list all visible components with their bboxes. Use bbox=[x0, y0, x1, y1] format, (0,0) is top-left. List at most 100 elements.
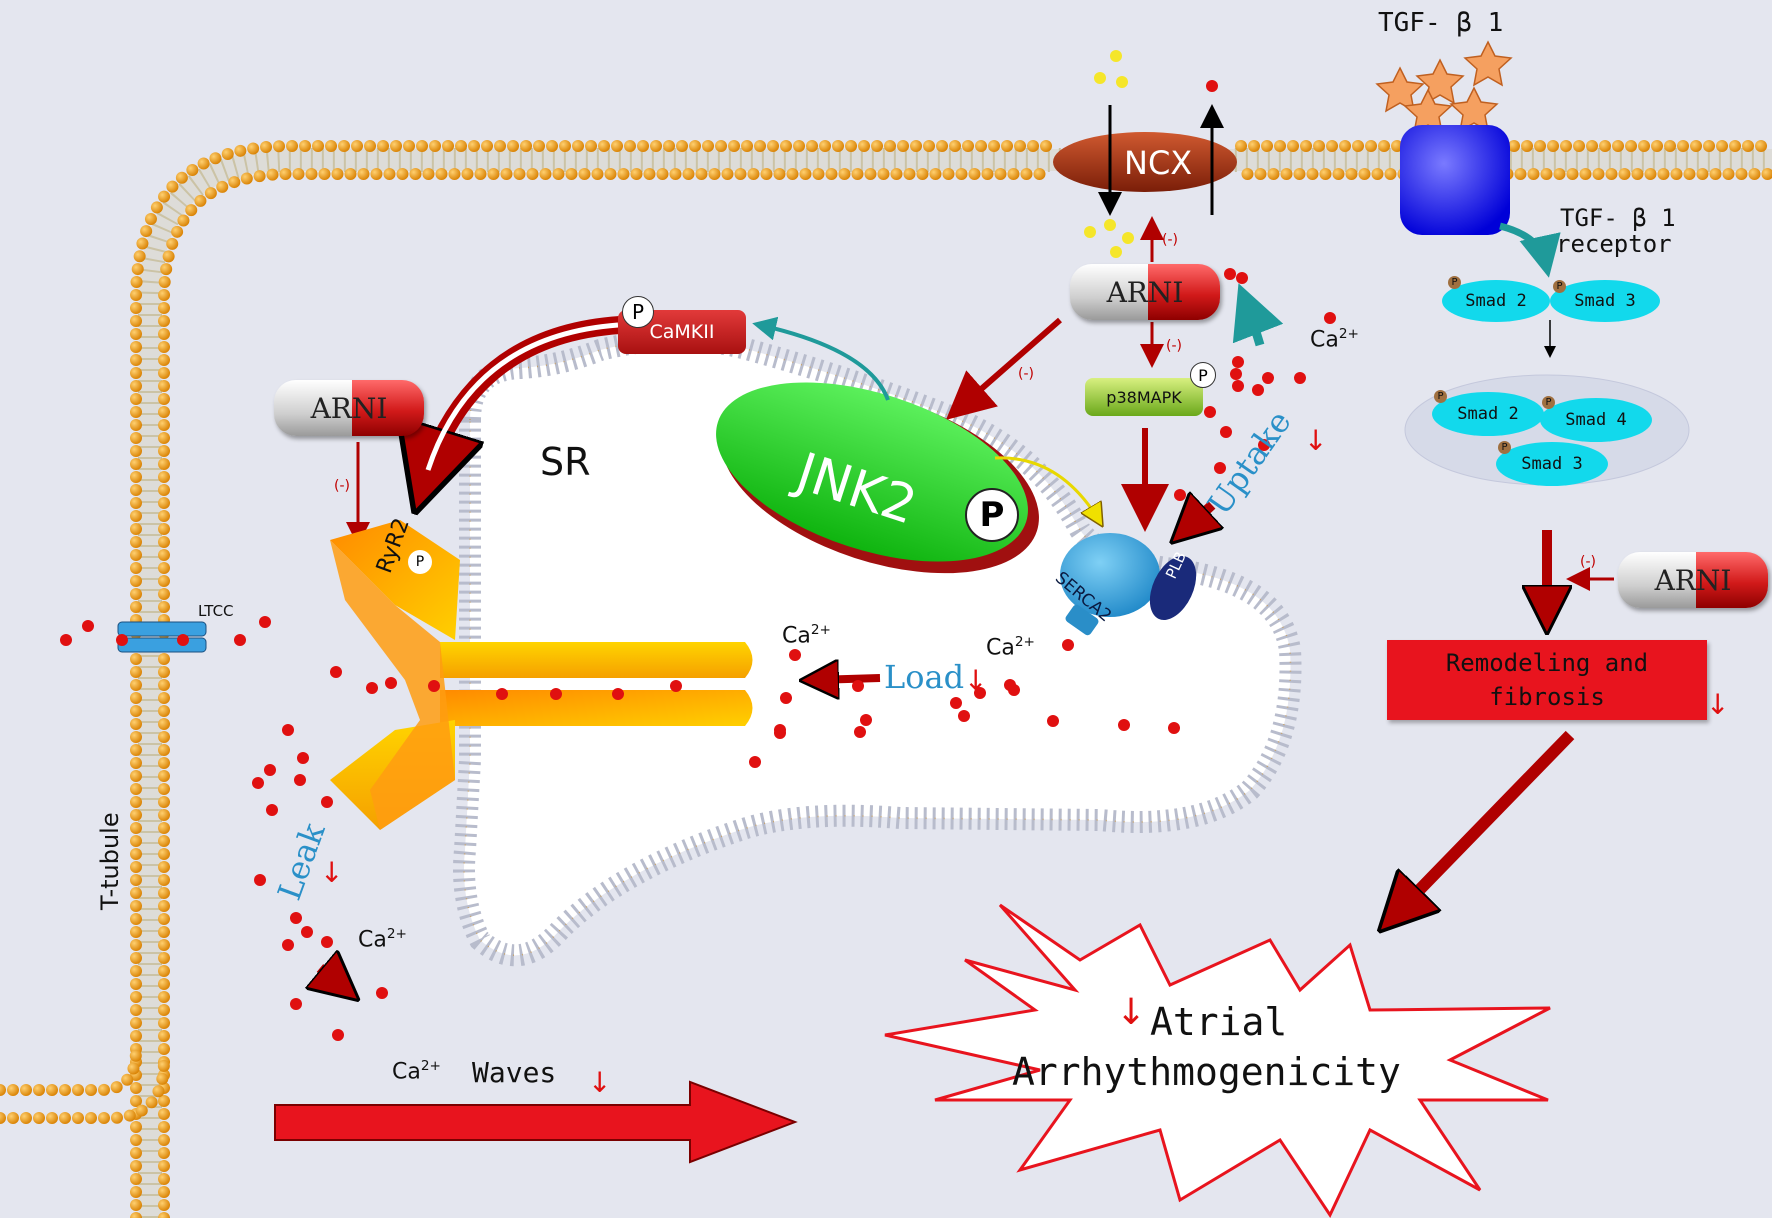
lipid-head bbox=[1280, 168, 1293, 180]
arni-pill-right: ARNI bbox=[1618, 552, 1768, 608]
lipid-head bbox=[747, 168, 760, 180]
lipid-head bbox=[156, 1072, 169, 1085]
atrial-label: Atrial bbox=[1150, 1000, 1288, 1044]
lipid-head bbox=[130, 679, 143, 691]
sodium-ion bbox=[1104, 219, 1116, 231]
lipid-head bbox=[158, 1173, 171, 1185]
lipid-head bbox=[158, 718, 171, 730]
lipid-head bbox=[130, 1121, 143, 1133]
calcium-ion bbox=[496, 688, 508, 700]
lipid-head bbox=[158, 1134, 171, 1146]
calcium-ion bbox=[749, 756, 761, 768]
lipid-head bbox=[130, 744, 143, 756]
lipid-head bbox=[617, 168, 630, 180]
lipid-head bbox=[1566, 168, 1579, 180]
lipid-head bbox=[158, 471, 171, 483]
lipid-head bbox=[130, 458, 142, 470]
lipid-head bbox=[1573, 140, 1586, 152]
lipid-head bbox=[130, 1134, 143, 1146]
waves-arrow bbox=[274, 1080, 798, 1164]
lipid-head bbox=[552, 168, 565, 180]
lipid-head bbox=[1514, 168, 1527, 180]
lipid-head bbox=[158, 1108, 171, 1120]
lipid-head bbox=[1365, 140, 1378, 152]
calcium-ion bbox=[1168, 722, 1180, 734]
calcium-ion bbox=[1062, 639, 1074, 651]
lipid-head bbox=[819, 140, 832, 152]
lipid-head bbox=[130, 367, 142, 379]
lipid-head bbox=[130, 1030, 143, 1042]
calcium-ion bbox=[366, 682, 378, 694]
lipid-head bbox=[546, 140, 559, 152]
lipid-head bbox=[130, 601, 143, 613]
lipid-head bbox=[1547, 140, 1560, 152]
lipid-head bbox=[598, 140, 611, 152]
lipid-head bbox=[130, 471, 143, 483]
sodium-ion bbox=[1094, 72, 1106, 84]
arrhythmia-burst bbox=[884, 903, 1551, 1218]
lipid-head bbox=[1534, 140, 1547, 152]
calcium-ion bbox=[234, 634, 246, 646]
ca-label-serca: Ca2+ bbox=[986, 634, 1035, 661]
lipid-head bbox=[1742, 140, 1755, 152]
lipid-head bbox=[1319, 168, 1332, 180]
lipid-head bbox=[591, 168, 604, 180]
p38mapk-box: p38MAPK bbox=[1085, 378, 1203, 416]
lipid-head bbox=[158, 835, 171, 847]
lipid-head bbox=[130, 1082, 143, 1094]
lipid-head bbox=[1378, 140, 1391, 152]
calcium-ion bbox=[670, 680, 682, 692]
lipid-head bbox=[812, 168, 825, 180]
lipid-head bbox=[216, 180, 229, 193]
lipid-head bbox=[130, 1212, 142, 1218]
lipid-head bbox=[916, 168, 929, 180]
lipid-head bbox=[158, 536, 171, 548]
lipid-head bbox=[158, 757, 171, 769]
lipid-head bbox=[474, 168, 487, 180]
serca2-pump bbox=[1060, 533, 1160, 636]
lipid-head bbox=[533, 140, 546, 152]
lipid-head bbox=[20, 1112, 32, 1124]
lipid-head bbox=[1612, 140, 1625, 152]
remodeling-line2: fibrosis bbox=[1489, 683, 1605, 711]
lipid-head bbox=[158, 1030, 171, 1042]
lipid-head bbox=[455, 140, 468, 152]
lipid-head bbox=[1677, 140, 1690, 152]
lipid-head bbox=[682, 168, 695, 180]
lipid-head bbox=[194, 194, 207, 207]
lipid-head bbox=[160, 263, 173, 276]
lipid-head bbox=[59, 1112, 71, 1124]
lipid-head bbox=[140, 225, 153, 238]
calcium-ion bbox=[330, 666, 342, 678]
lipid-head bbox=[1352, 140, 1365, 152]
calcium-ion bbox=[789, 649, 801, 661]
lipid-head bbox=[1690, 140, 1703, 152]
lipid-head bbox=[338, 140, 351, 152]
lipid-head bbox=[357, 168, 370, 180]
calcium-ion bbox=[1294, 372, 1306, 384]
lipid-head bbox=[158, 900, 171, 912]
lipid-head bbox=[130, 653, 143, 665]
lipid-head bbox=[130, 406, 142, 418]
lipid-head bbox=[1248, 140, 1261, 152]
lipid-head bbox=[130, 1186, 143, 1198]
lipid-head bbox=[130, 822, 143, 834]
lipid-head bbox=[158, 848, 171, 860]
lipid-head bbox=[845, 140, 858, 152]
camkii-p-badge: P bbox=[622, 296, 654, 328]
lipid-head bbox=[72, 1084, 84, 1096]
lipid-head bbox=[1313, 140, 1326, 152]
smad-p-badge: P bbox=[1434, 390, 1447, 403]
lipid-head bbox=[158, 575, 171, 587]
calcium-ion bbox=[266, 804, 278, 816]
lipid-head bbox=[247, 142, 260, 155]
lipid-head bbox=[130, 796, 143, 808]
lipid-head bbox=[130, 575, 143, 587]
lipid-head bbox=[838, 168, 851, 180]
lipid-head bbox=[897, 140, 910, 152]
lipid-head bbox=[1267, 168, 1280, 180]
lipid-head bbox=[1540, 168, 1553, 180]
lipid-head bbox=[158, 367, 170, 379]
lipid-head bbox=[877, 168, 890, 180]
lipid-head bbox=[429, 140, 442, 152]
